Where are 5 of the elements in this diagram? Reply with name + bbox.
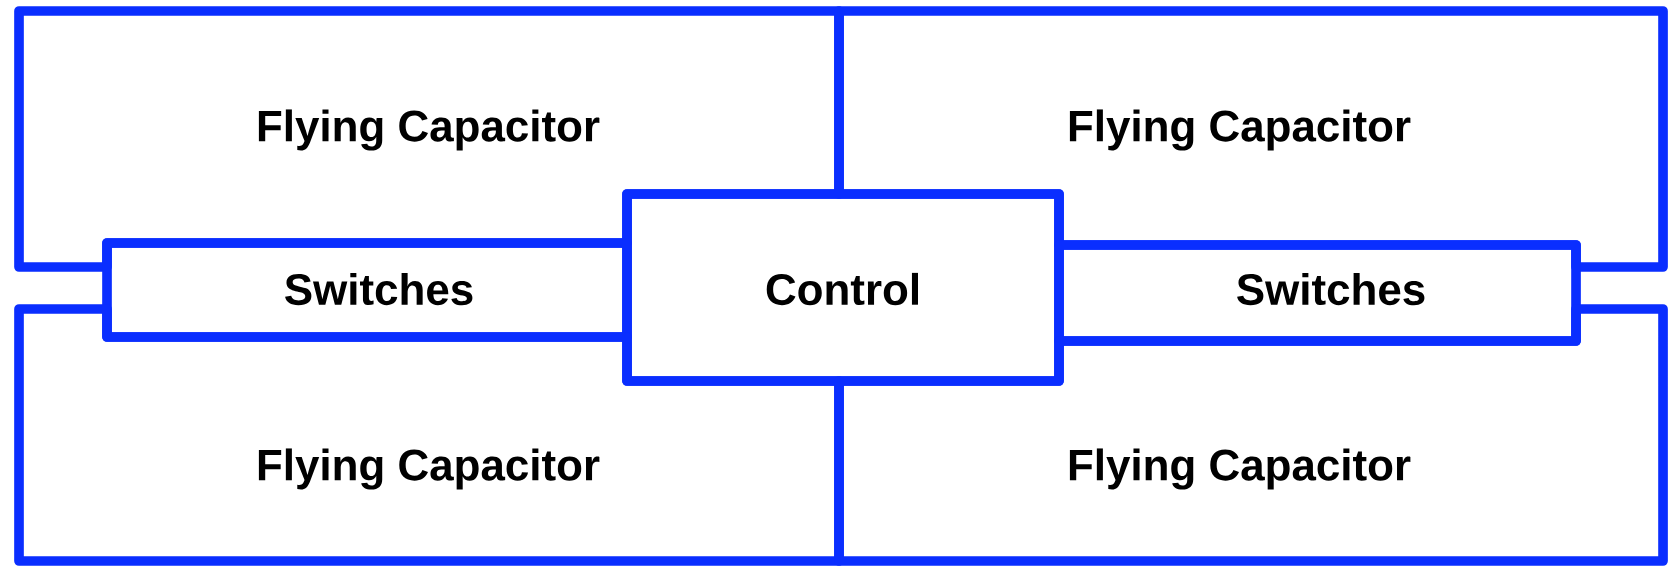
- block-box: Switches: [1054, 240, 1581, 346]
- block-box: Control: [622, 189, 1064, 386]
- capacitor-region: Flying Capacitor: [14, 6, 844, 272]
- block-box: Switches: [102, 238, 632, 342]
- capacitor-region: Flying Capacitor: [834, 6, 1668, 272]
